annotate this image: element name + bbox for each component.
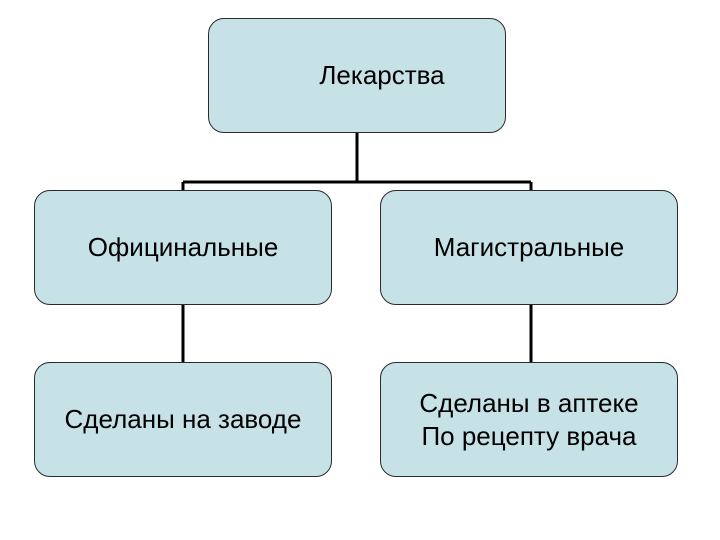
detail-node-officinal: Сделаны на заводе [34, 362, 332, 477]
child-node-magistral-label: Магистральные [433, 232, 625, 263]
child-node-magistral: Магистральные [380, 190, 678, 305]
root-node: Лекарства [208, 18, 506, 133]
detail-node-officinal-label: Сделаны на заводе [64, 404, 302, 435]
child-node-officinal: Официнальные [34, 190, 332, 305]
root-node-label: Лекарства [319, 60, 445, 91]
detail-node-magistral: Сделаны в аптеке По рецепту врача [380, 362, 678, 477]
child-node-officinal-label: Официнальные [87, 232, 279, 263]
detail-node-magistral-label: Сделаны в аптеке По рецепту врача [419, 388, 639, 451]
